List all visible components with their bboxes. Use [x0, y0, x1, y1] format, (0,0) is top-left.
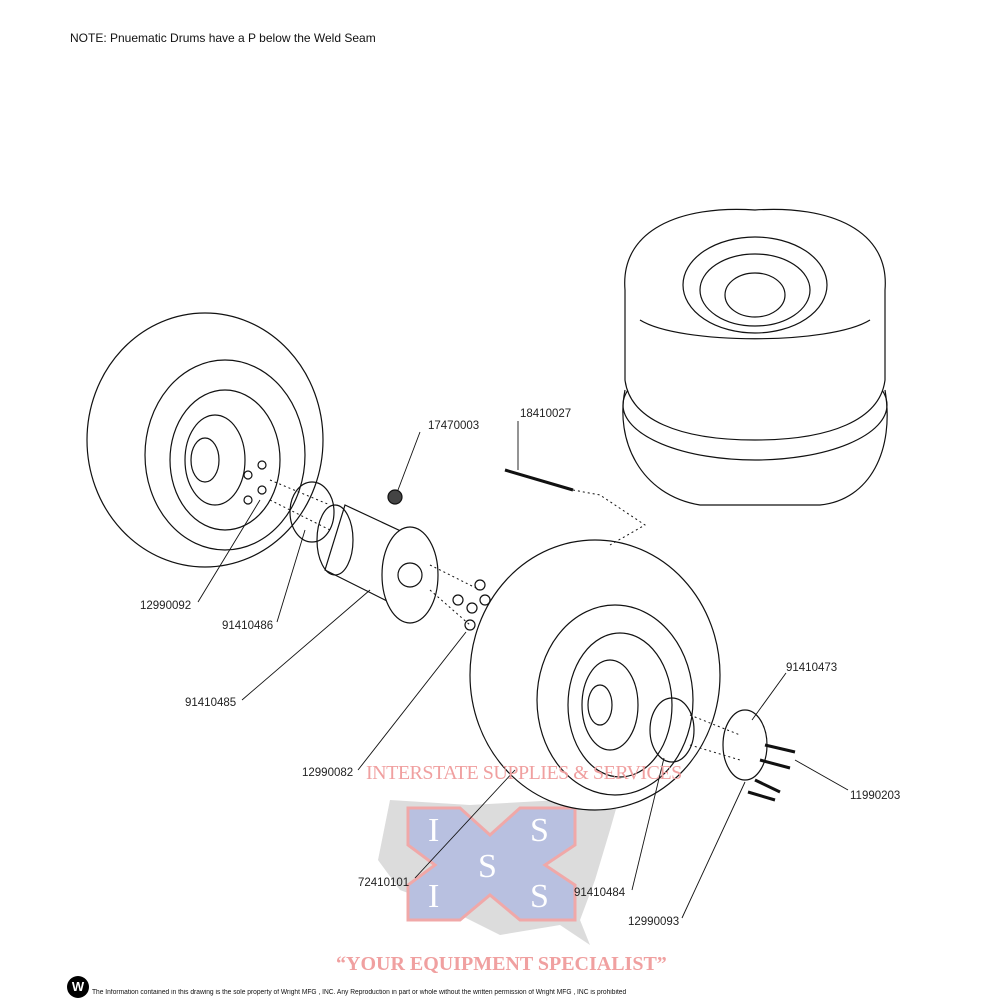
leader-lines	[197, 421, 849, 919]
part-label: 17470003	[428, 420, 480, 432]
part-label: 91410485	[185, 697, 237, 709]
middle-tire-72410101	[469, 539, 721, 811]
part-label: 18410027	[520, 408, 572, 420]
bolts-11990203	[747, 743, 796, 802]
hub-91410473	[722, 709, 768, 781]
iss-x-shape	[406, 806, 577, 922]
watermark-company: INTERSTATE SUPPLIES & SERVICES	[366, 762, 682, 784]
footer-disclaimer: The Information contained in this drawin…	[92, 989, 627, 996]
iss-letter: S	[530, 878, 549, 915]
iss-letter: I	[428, 812, 440, 849]
bearing-17470003	[387, 489, 403, 505]
axle-18410027	[504, 468, 574, 492]
part-label: 11990203	[850, 790, 901, 802]
lug-nuts-12990082	[452, 579, 491, 631]
part-label: 72410101	[358, 877, 410, 889]
plate-91410484	[649, 697, 695, 763]
drum-91410485	[316, 504, 439, 624]
iss-letter: I	[428, 878, 440, 915]
drawing-note: NOTE: Pnuematic Drums have a P below the…	[70, 31, 376, 45]
part-label: 12990093	[628, 916, 680, 928]
part-label: 91410486	[222, 620, 274, 632]
stacked-spare-tires	[622, 208, 888, 506]
left-tire	[86, 312, 324, 568]
plate-91410486	[289, 481, 335, 543]
iss-letter: S	[478, 848, 497, 885]
iss-letter: S	[530, 812, 549, 849]
assembly-lines	[269, 479, 741, 761]
watermark-slogan: “YOUR EQUIPMENT SPECIALIST”	[336, 953, 667, 975]
part-label: 12990092	[140, 600, 192, 612]
part-label: 91410473	[786, 662, 838, 674]
part-label: 12990082	[302, 767, 354, 779]
wright-logo: W	[67, 976, 89, 998]
part-label: 91410484	[574, 887, 626, 899]
